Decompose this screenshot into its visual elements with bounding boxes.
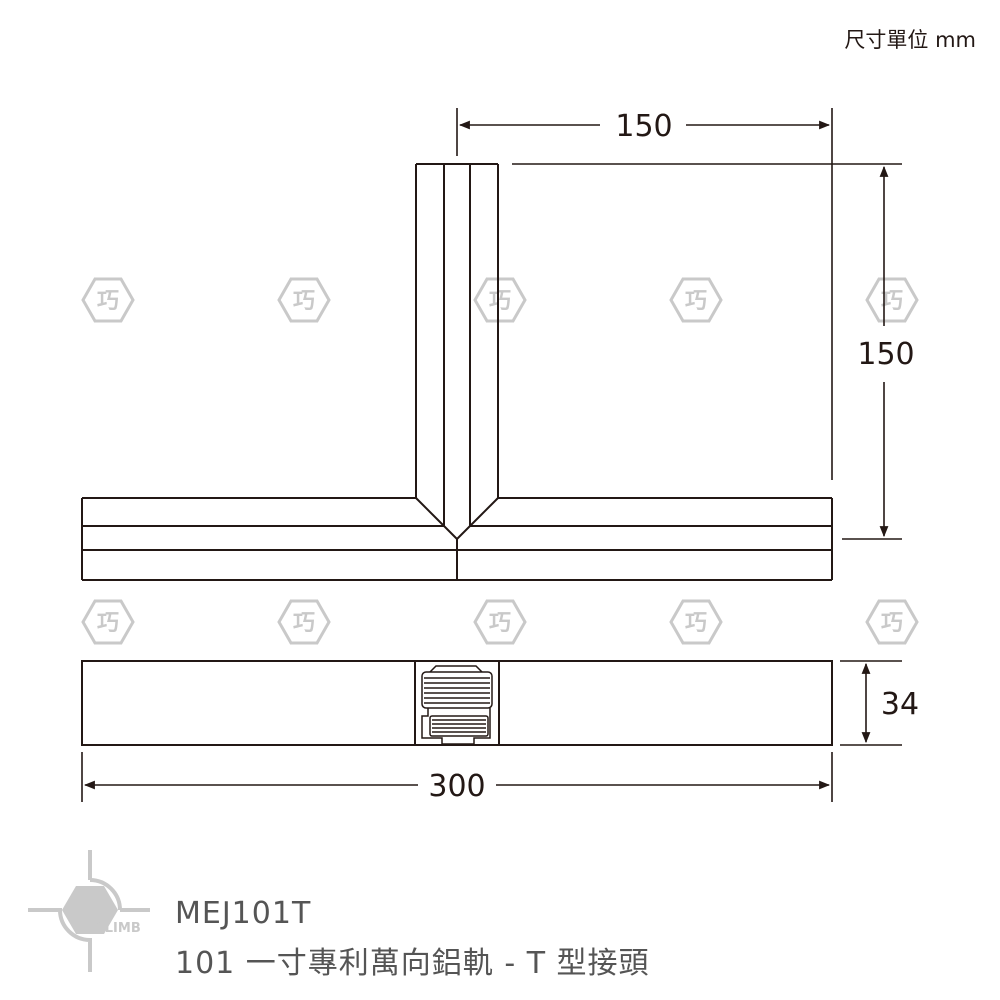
svg-text:巧: 巧 xyxy=(293,611,315,636)
dimension-label-top-width: 150 xyxy=(615,109,672,144)
svg-text:巧: 巧 xyxy=(881,289,903,314)
svg-text:巧: 巧 xyxy=(685,289,707,314)
dimension-label-profile-height: 34 xyxy=(881,687,919,722)
product-name: 101 一寸專利萬向鋁軌 - T 型接頭 xyxy=(175,946,650,981)
dimension-total-length xyxy=(81,752,833,802)
watermark-icon: 巧 xyxy=(277,599,331,645)
watermark-icon: 巧 xyxy=(865,599,919,645)
svg-text:巧: 巧 xyxy=(685,611,707,636)
svg-text:巧: 巧 xyxy=(97,611,119,636)
svg-text:CLIMB: CLIMB xyxy=(95,921,141,936)
climb-logo: CLIMB xyxy=(28,850,150,972)
product-model: MEJ101T xyxy=(175,896,312,931)
dimension-label-total-length: 300 xyxy=(428,769,485,804)
unit-label: 尺寸單位 mm xyxy=(844,28,976,52)
svg-text:巧: 巧 xyxy=(97,289,119,314)
dimension-vertical-height xyxy=(842,165,902,540)
t-joint-side-view xyxy=(81,660,833,746)
watermark-icon: 巧 xyxy=(473,599,527,645)
svg-text:巧: 巧 xyxy=(489,289,511,314)
watermark-icon: 巧 xyxy=(473,277,527,323)
dimension-top-width xyxy=(456,108,902,480)
svg-text:巧: 巧 xyxy=(293,289,315,314)
dimension-label-vertical-height: 150 xyxy=(857,337,914,372)
t-joint-top-view xyxy=(81,163,833,581)
connector-clamp-detail xyxy=(421,665,493,745)
watermark-icon: 巧 xyxy=(277,277,331,323)
svg-text:巧: 巧 xyxy=(881,611,903,636)
dimension-profile-height xyxy=(840,660,902,746)
watermark-icon: 巧 xyxy=(81,599,135,645)
svg-text:巧: 巧 xyxy=(489,611,511,636)
watermark-icon: 巧 xyxy=(669,599,723,645)
watermark-row-bottom: 巧 巧 巧 巧 巧 xyxy=(81,599,919,645)
watermark-icon: 巧 xyxy=(81,277,135,323)
watermark-icon: 巧 xyxy=(669,277,723,323)
watermark-icon: 巧 xyxy=(865,277,919,323)
watermark-row-top: 巧 巧 巧 巧 巧 xyxy=(81,277,919,323)
